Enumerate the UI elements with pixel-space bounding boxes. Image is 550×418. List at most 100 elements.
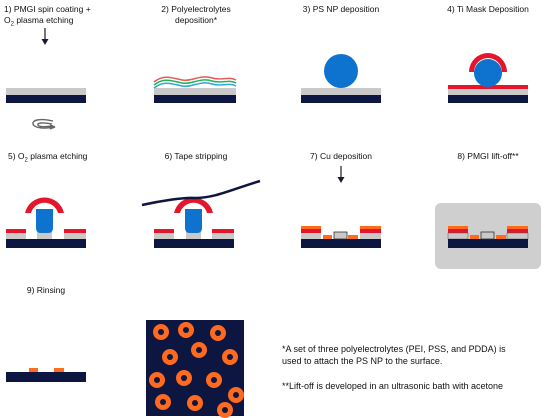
step4-label: 4) Ti Mask Deposition <box>447 4 529 14</box>
pmgi-pillar <box>333 231 348 240</box>
ti-mask-left <box>301 229 321 233</box>
polyelectrolyte-blue <box>153 82 237 89</box>
ps-nanoparticle-etched <box>185 209 202 233</box>
note2-line: **Lift-off is developed in an ultrasonic… <box>282 381 503 391</box>
substrate-layer <box>301 95 381 103</box>
step5-suffix-text: plasma etching <box>27 151 88 161</box>
step1-label-line2: O2 plasma etching <box>4 15 91 30</box>
copper-ring-array-icon <box>146 320 244 418</box>
step6-drawing <box>141 179 261 248</box>
note1-line1: *A set of three polyelectrolytes (PEI, P… <box>282 344 506 354</box>
pmgi-pillar <box>186 232 201 239</box>
step9-drawing <box>6 368 86 382</box>
cu-deposit-left <box>470 235 479 239</box>
cu-ring-array <box>149 322 244 418</box>
cu-deposit-right <box>496 235 506 239</box>
pmgi-left <box>154 233 174 239</box>
substrate-layer <box>6 95 86 103</box>
cu-ring-hole-5 <box>196 347 202 353</box>
pmgi-pillar <box>37 232 52 239</box>
cu-feature-right <box>54 368 64 372</box>
step5-drawing <box>6 197 86 248</box>
down-arrow-head-icon <box>41 39 49 45</box>
pmgi-left <box>447 232 469 240</box>
ti-mask-cap <box>469 53 507 72</box>
ti-mask-left <box>6 229 26 233</box>
step1-label: 1) PMGI spin coating + O2 plasma etching <box>4 4 91 30</box>
cu-top-right <box>507 226 528 229</box>
step1-label-line1: 1) PMGI spin coating + <box>4 4 91 14</box>
cu-feature-left <box>29 368 38 372</box>
cu-ring-hole-12 <box>192 400 198 406</box>
cu-ring-hole-13 <box>222 407 228 413</box>
polyelectrolyte-green <box>153 79 237 86</box>
polyelectrolyte-note: *A set of three polyelectrolytes (PEI, P… <box>282 343 506 367</box>
cu-ring-hole-7 <box>154 377 160 383</box>
pmgi-pillar <box>480 231 495 240</box>
ps-nanoparticle-etched <box>36 209 53 233</box>
note1-line2: used to attach the PS NP to the surface. <box>282 356 443 366</box>
pmgi-layer <box>154 88 236 95</box>
cu-top-left <box>448 226 468 229</box>
ti-mask-left <box>448 229 468 233</box>
step1-suffix-text: plasma etching <box>13 14 74 25</box>
substrate-layer <box>448 239 528 248</box>
step2-label-line1: 2) Polyelectrolytes <box>161 4 231 14</box>
cu-ring-hole-9 <box>211 377 217 383</box>
down-arrow-head-icon <box>337 177 345 183</box>
liftoff-note: **Lift-off is developed in an ultrasonic… <box>282 380 503 392</box>
step2-label-line2: deposition* <box>174 14 218 25</box>
step3-drawing <box>301 54 381 103</box>
step7-drawing <box>301 166 381 248</box>
step7-label: 7) Cu deposition <box>310 151 372 161</box>
ti-mask-cap <box>25 197 64 213</box>
ti-mask-right <box>507 229 528 233</box>
cu-ring-hole-11 <box>160 399 166 405</box>
pmgi-right <box>360 233 381 239</box>
step1-sub-text: 2 <box>10 21 14 28</box>
substrate-layer <box>154 239 234 248</box>
step5-sub-text: 2 <box>24 157 28 164</box>
cu-deposit-left <box>323 235 332 239</box>
step3-label: 3) PS NP deposition <box>302 4 380 14</box>
pmgi-layer <box>6 88 86 95</box>
step2-drawing <box>153 76 237 103</box>
substrate-layer <box>301 239 381 248</box>
cu-deposit-right <box>348 235 358 239</box>
step9-label: 9) Rinsing <box>26 285 66 295</box>
substrate-layer <box>6 239 86 248</box>
pmgi-layer <box>301 88 381 95</box>
step6-label: 6) Tape stripping <box>164 151 228 161</box>
spin-coating-icon <box>32 118 56 130</box>
pmgi-right <box>506 232 529 240</box>
step1-drawing <box>6 28 86 130</box>
polyelectrolyte-red <box>153 76 237 83</box>
cu-ring-hole-3 <box>215 330 221 336</box>
step5-o-text: 5) O <box>8 151 25 161</box>
step8-drawing <box>435 203 541 269</box>
pmgi-right <box>212 233 234 239</box>
tape-strip <box>141 179 261 207</box>
step4-drawing <box>448 53 528 103</box>
ti-mask-left <box>154 229 174 233</box>
step5-label: 5) O2 plasma etching <box>8 151 87 166</box>
step8-label: 8) PMGI lift-off** <box>457 151 519 161</box>
pmgi-layer <box>448 89 528 95</box>
substrate-layer <box>6 372 86 382</box>
cu-top-left <box>301 226 321 229</box>
step2-label: 2) Polyelectrolytes deposition* <box>161 4 230 25</box>
cu-ring-hole-10 <box>233 392 239 398</box>
ps-nanoparticle <box>474 59 502 87</box>
ti-mask-right <box>64 229 86 233</box>
substrate-layer <box>448 95 528 103</box>
cu-ring-hole-2 <box>183 327 189 333</box>
cu-ring-hole-1 <box>158 329 164 335</box>
ti-mask-right <box>212 229 234 233</box>
step1-o-text: O <box>4 14 11 25</box>
substrate-layer <box>154 95 236 103</box>
ps-nanoparticle <box>324 54 358 88</box>
cu-ring-hole-4 <box>167 354 173 360</box>
cu-ring-hole-6 <box>227 354 233 360</box>
ti-mask-right <box>360 229 381 233</box>
